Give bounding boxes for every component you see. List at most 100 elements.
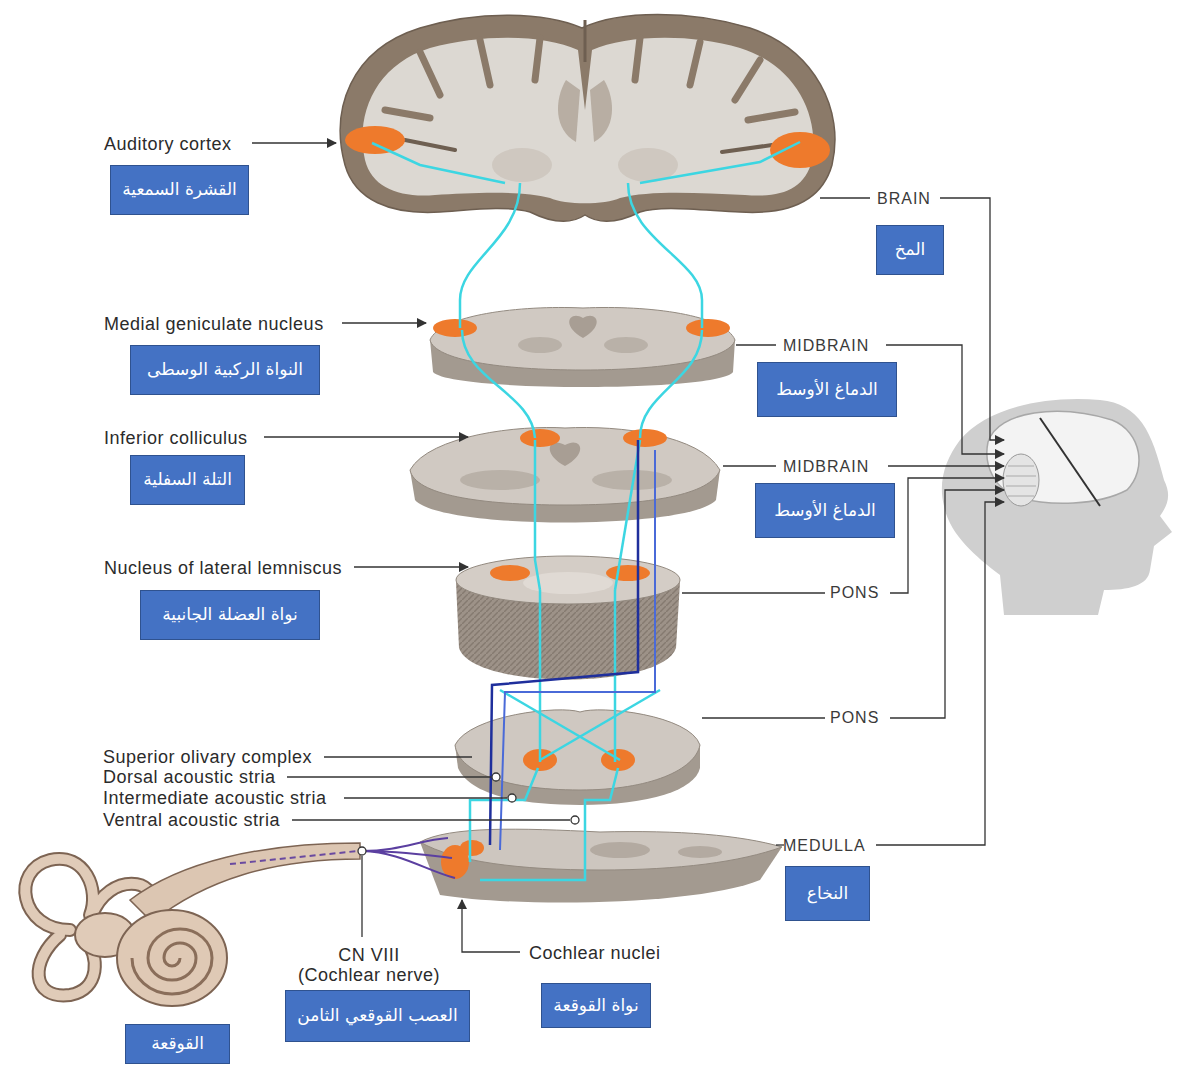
label-box: Auditory cortexالقشرة السمعية	[110, 165, 249, 215]
brain-section	[584, 20, 587, 62]
label-box: BRAINالمخ	[876, 225, 944, 275]
structure-label: Cochlear nuclei	[529, 943, 661, 963]
midbrain-slice	[430, 307, 735, 370]
structure-label: BRAIN	[877, 190, 931, 208]
midbrain-slice	[686, 319, 730, 337]
midbrain-slice	[518, 337, 562, 353]
pathway-line	[628, 183, 702, 328]
structure-label: Nucleus of lateral lemniscus	[104, 558, 342, 578]
leader-line	[292, 819, 570, 820]
inner-ear	[25, 838, 455, 1006]
medulla-slice	[460, 840, 484, 856]
arabic-label: الدماغ الأوسط	[774, 500, 876, 521]
arabic-label: نواة القوقعة	[553, 995, 638, 1016]
pathway-line	[640, 330, 702, 438]
leader-line	[940, 198, 1004, 440]
dorsal-stria-line	[490, 440, 638, 845]
leader-line	[886, 345, 1004, 454]
arabic-label: النخاع	[807, 883, 848, 904]
midbrain-slice	[550, 442, 580, 466]
leader-circle	[358, 847, 366, 855]
inner-ear	[117, 910, 227, 1006]
part-label: PONS	[830, 584, 879, 602]
arabic-label: نواة العضلة الجانبية	[162, 604, 298, 625]
brain-section	[340, 15, 835, 222]
leader-line	[682, 592, 825, 593]
leader-line	[888, 465, 1004, 466]
leader-line	[361, 856, 362, 937]
leader-line	[890, 478, 1004, 593]
pathway-line	[462, 330, 535, 438]
inner-ear	[230, 851, 358, 864]
pathway-line	[640, 142, 800, 183]
midbrain-slice	[623, 429, 667, 447]
label-box: Inferior colliculusالتلة السفلية	[130, 455, 245, 505]
leader-line	[342, 322, 426, 323]
brain-section	[345, 126, 405, 154]
pathway-line	[535, 440, 540, 590]
midbrain-slice	[520, 429, 560, 447]
leader-line	[354, 566, 468, 567]
brain-section	[363, 38, 814, 204]
leader-line	[462, 900, 520, 952]
leader-line	[776, 844, 784, 845]
label-box: MEDULLAالنخاع	[785, 866, 870, 921]
label-box: Cochlear nucleiنواة القوقعة	[541, 983, 651, 1028]
label-box: CN VIII (Cochlear nerve)العصب القوقعي ال…	[285, 990, 470, 1042]
label-box: Medial geniculate nucleusالنواة الركبية …	[130, 345, 320, 395]
inner-ear	[362, 838, 455, 878]
midbrain-slice	[569, 316, 597, 338]
part-label: PONS	[830, 709, 879, 727]
arabic-label: القوقعة	[151, 1033, 204, 1054]
structure-label: Auditory cortex	[104, 134, 232, 154]
structure-label: MEDULLA	[783, 837, 866, 855]
head-silhouette	[942, 399, 1172, 615]
pathway-line	[372, 143, 505, 183]
pons-slice	[456, 556, 680, 680]
head-silhouette	[942, 399, 1172, 615]
leader-line	[820, 197, 870, 198]
arabic-label: الدماغ الأوسط	[776, 379, 878, 400]
brain-section	[492, 148, 552, 182]
pathway-line	[372, 142, 800, 880]
part-label: Superior olivary complex	[103, 747, 312, 767]
leader-line	[344, 797, 507, 798]
pathway-line	[615, 440, 640, 590]
dorsal-stria-line	[500, 450, 655, 850]
structure-label: CN VIII (Cochlear nerve)	[289, 945, 449, 985]
pons-slice	[456, 556, 680, 604]
medulla-slice	[420, 829, 782, 902]
brain-section	[405, 140, 772, 152]
leader-circle	[508, 794, 516, 802]
medulla-slice	[420, 829, 782, 870]
inner-ear	[132, 929, 212, 994]
medulla-slice	[590, 842, 650, 858]
midbrain-slice	[460, 470, 540, 490]
leader-line	[287, 776, 491, 777]
structure-label: MIDBRAIN	[783, 337, 869, 355]
dorsal-stria-line	[490, 440, 655, 850]
midbrain-slice	[410, 427, 720, 522]
arabic-label: العصب القوقعي الثامن	[297, 1005, 457, 1026]
arabic-label: القشرة السمعية	[122, 179, 237, 200]
leader-line	[252, 143, 1004, 952]
head-silhouette	[1003, 454, 1039, 506]
pons-slice	[490, 565, 530, 581]
structure-label: MIDBRAIN	[783, 458, 869, 476]
pathway-line	[540, 690, 660, 760]
arabic-label: التلة السفلية	[143, 469, 232, 490]
pons-slice	[606, 565, 650, 581]
leader-line	[876, 502, 1004, 845]
pathway-line	[614, 590, 617, 762]
midbrain-slice	[433, 319, 477, 337]
midbrain-slice	[410, 427, 720, 505]
label-box: MIDBRAINالدماغ الأوسط	[757, 362, 897, 417]
midbrain-slice	[430, 307, 735, 387]
part-label: Intermediate acoustic stria	[103, 788, 327, 808]
leader-line	[723, 465, 776, 466]
leader-line	[736, 344, 776, 345]
pathway-line	[460, 183, 520, 328]
